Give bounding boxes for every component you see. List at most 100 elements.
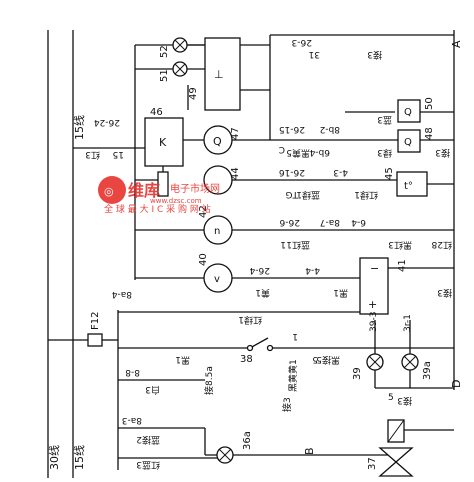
code-26-3: 26-3 <box>292 37 312 47</box>
label-jie85: 接8.5a <box>203 366 215 395</box>
label-lan2: 蓝接2 <box>136 434 160 446</box>
watermark-logo-mark: ◎ <box>104 185 114 198</box>
code-15: 15 <box>113 149 124 159</box>
label-jie3-41: 接3 <box>437 287 452 299</box>
module-49-symbol: ⊥ <box>214 68 224 81</box>
label-44: 44 <box>230 167 241 180</box>
label-jie3-b: 接3 <box>281 397 293 412</box>
label-39: 39 <box>352 367 363 380</box>
watermark-url: www.dzsc.com <box>150 197 202 205</box>
code-8a-3: 8a-3 <box>122 415 142 425</box>
relay-46 <box>144 117 184 167</box>
label-black1: 黑1 <box>333 287 348 298</box>
label-blue3: 蓝3 <box>377 114 392 126</box>
code-6-4: 6-4 <box>351 217 366 227</box>
label-48: 48 <box>424 127 435 140</box>
code-26-24: 26-24 <box>94 117 120 127</box>
code-6b-4: 6b-4 <box>309 147 330 157</box>
sensor-48-letter: Q <box>404 137 412 148</box>
label-jie3-top: 接3 <box>367 49 382 61</box>
label-red3: 红3 <box>85 149 100 161</box>
code-8-8: 8-8 <box>125 367 140 377</box>
watermark-line1: 电子市场网 <box>170 182 220 195</box>
code-8a-7: 8a-7 <box>320 217 340 227</box>
label-42: 42 <box>198 205 209 218</box>
code-5-b: 5 <box>388 393 394 403</box>
code-4-4: 4-4 <box>305 265 320 275</box>
lamp-39 <box>366 353 384 371</box>
label-jie3-39: 接3 <box>397 395 412 407</box>
rail-15-top-label: 15线 <box>72 115 86 140</box>
code-TG: TG <box>286 189 299 199</box>
rail-B-label: B <box>303 447 316 455</box>
code-4-3: 4-3 <box>333 167 348 177</box>
relay-46-letter: K <box>159 136 167 149</box>
label-40: 40 <box>198 253 209 266</box>
sensor-50 <box>397 99 421 123</box>
label-bai3: 白3 <box>145 384 160 396</box>
label-47: 47 <box>230 127 241 140</box>
label-bluegreen1: 蓝绿1 <box>296 189 320 201</box>
sensor-48 <box>397 129 421 153</box>
module-49 <box>204 37 241 111</box>
label-redgreen1: 红绿1 <box>354 189 378 201</box>
switch-38[interactable] <box>249 337 269 349</box>
lamp-52 <box>172 37 188 53</box>
watermark-logo-text: 维库 <box>128 181 160 200</box>
fuse-F12[interactable] <box>87 333 103 347</box>
label-51: 51 <box>159 69 170 82</box>
label-heijie: 黑接5 <box>316 354 340 366</box>
label-redgreen1-b: 红绿1 <box>238 314 262 326</box>
watermark-logo: ◎ 维库 电子市场网 全 球 最 大 I C 采 购 网 站 www.dzsc.… <box>98 176 220 215</box>
code-5: 5 <box>312 354 318 364</box>
code-39-3: 39-3 <box>369 312 379 332</box>
watermark-line2: 全 球 最 大 I C 采 购 网 站 <box>104 203 211 215</box>
label-F12: F12 <box>90 312 101 330</box>
label-52: 52 <box>159 45 170 58</box>
gauge-47-letter: Q <box>213 135 222 148</box>
label-black1-b: 黑1 <box>175 354 190 365</box>
lamp-39a <box>401 353 419 371</box>
label-jie3-48: 接3 <box>435 147 450 159</box>
label-39a: 39a <box>422 361 433 380</box>
label-red28-left: 黑红3 <box>388 239 412 251</box>
regulator-41 <box>359 257 389 315</box>
rail-D-label: D <box>450 380 463 388</box>
code-26-16: 26-16 <box>279 167 305 177</box>
code-8a-4: 8a-4 <box>112 289 132 299</box>
rail-A-label: A <box>450 40 463 48</box>
label-blackyellow5: 黑黄5 <box>286 147 310 159</box>
label-red28: 红28 <box>431 239 452 251</box>
code-1-b: 1 <box>292 331 298 341</box>
code-1: 1 <box>280 239 286 249</box>
label-41: 41 <box>397 259 408 272</box>
label-38: 38 <box>240 354 253 365</box>
code-26-4: 26-4 <box>249 265 270 275</box>
rail-30-label: 30线 <box>47 445 61 470</box>
meter-40-letter: v <box>214 274 220 285</box>
code-31: 31 <box>309 49 320 59</box>
label-37: 37 <box>367 457 378 470</box>
rail-15-label: 15线 <box>72 445 86 470</box>
code-3r-1: 3r-1 <box>403 314 413 332</box>
label-green3: 绿3 <box>377 147 392 159</box>
label-50: 50 <box>424 97 435 110</box>
label-46: 46 <box>150 107 163 118</box>
code-8b-2: 8b-2 <box>320 124 340 134</box>
sensor-50-letter: Q <box>404 107 412 118</box>
label-blue-red1: 蓝红1 <box>286 239 310 251</box>
lamp-51 <box>172 61 188 77</box>
label-yellow1: 黄1 <box>255 287 270 299</box>
code-26-15: 26-15 <box>279 124 305 134</box>
label-49: 49 <box>188 87 199 100</box>
label-hong-lan3: 红蓝3 <box>136 459 160 471</box>
code-26-6: 26-6 <box>279 217 300 227</box>
valve-37 <box>378 447 414 463</box>
label-36a: 36a <box>242 431 253 450</box>
label-45: 45 <box>384 167 395 180</box>
meter-42-letter: n <box>214 226 220 237</box>
sensor-45-letter: t° <box>404 181 413 192</box>
lamp-36a <box>216 446 234 464</box>
label-heihuanghuang: 黑黄黄1 <box>287 359 299 392</box>
